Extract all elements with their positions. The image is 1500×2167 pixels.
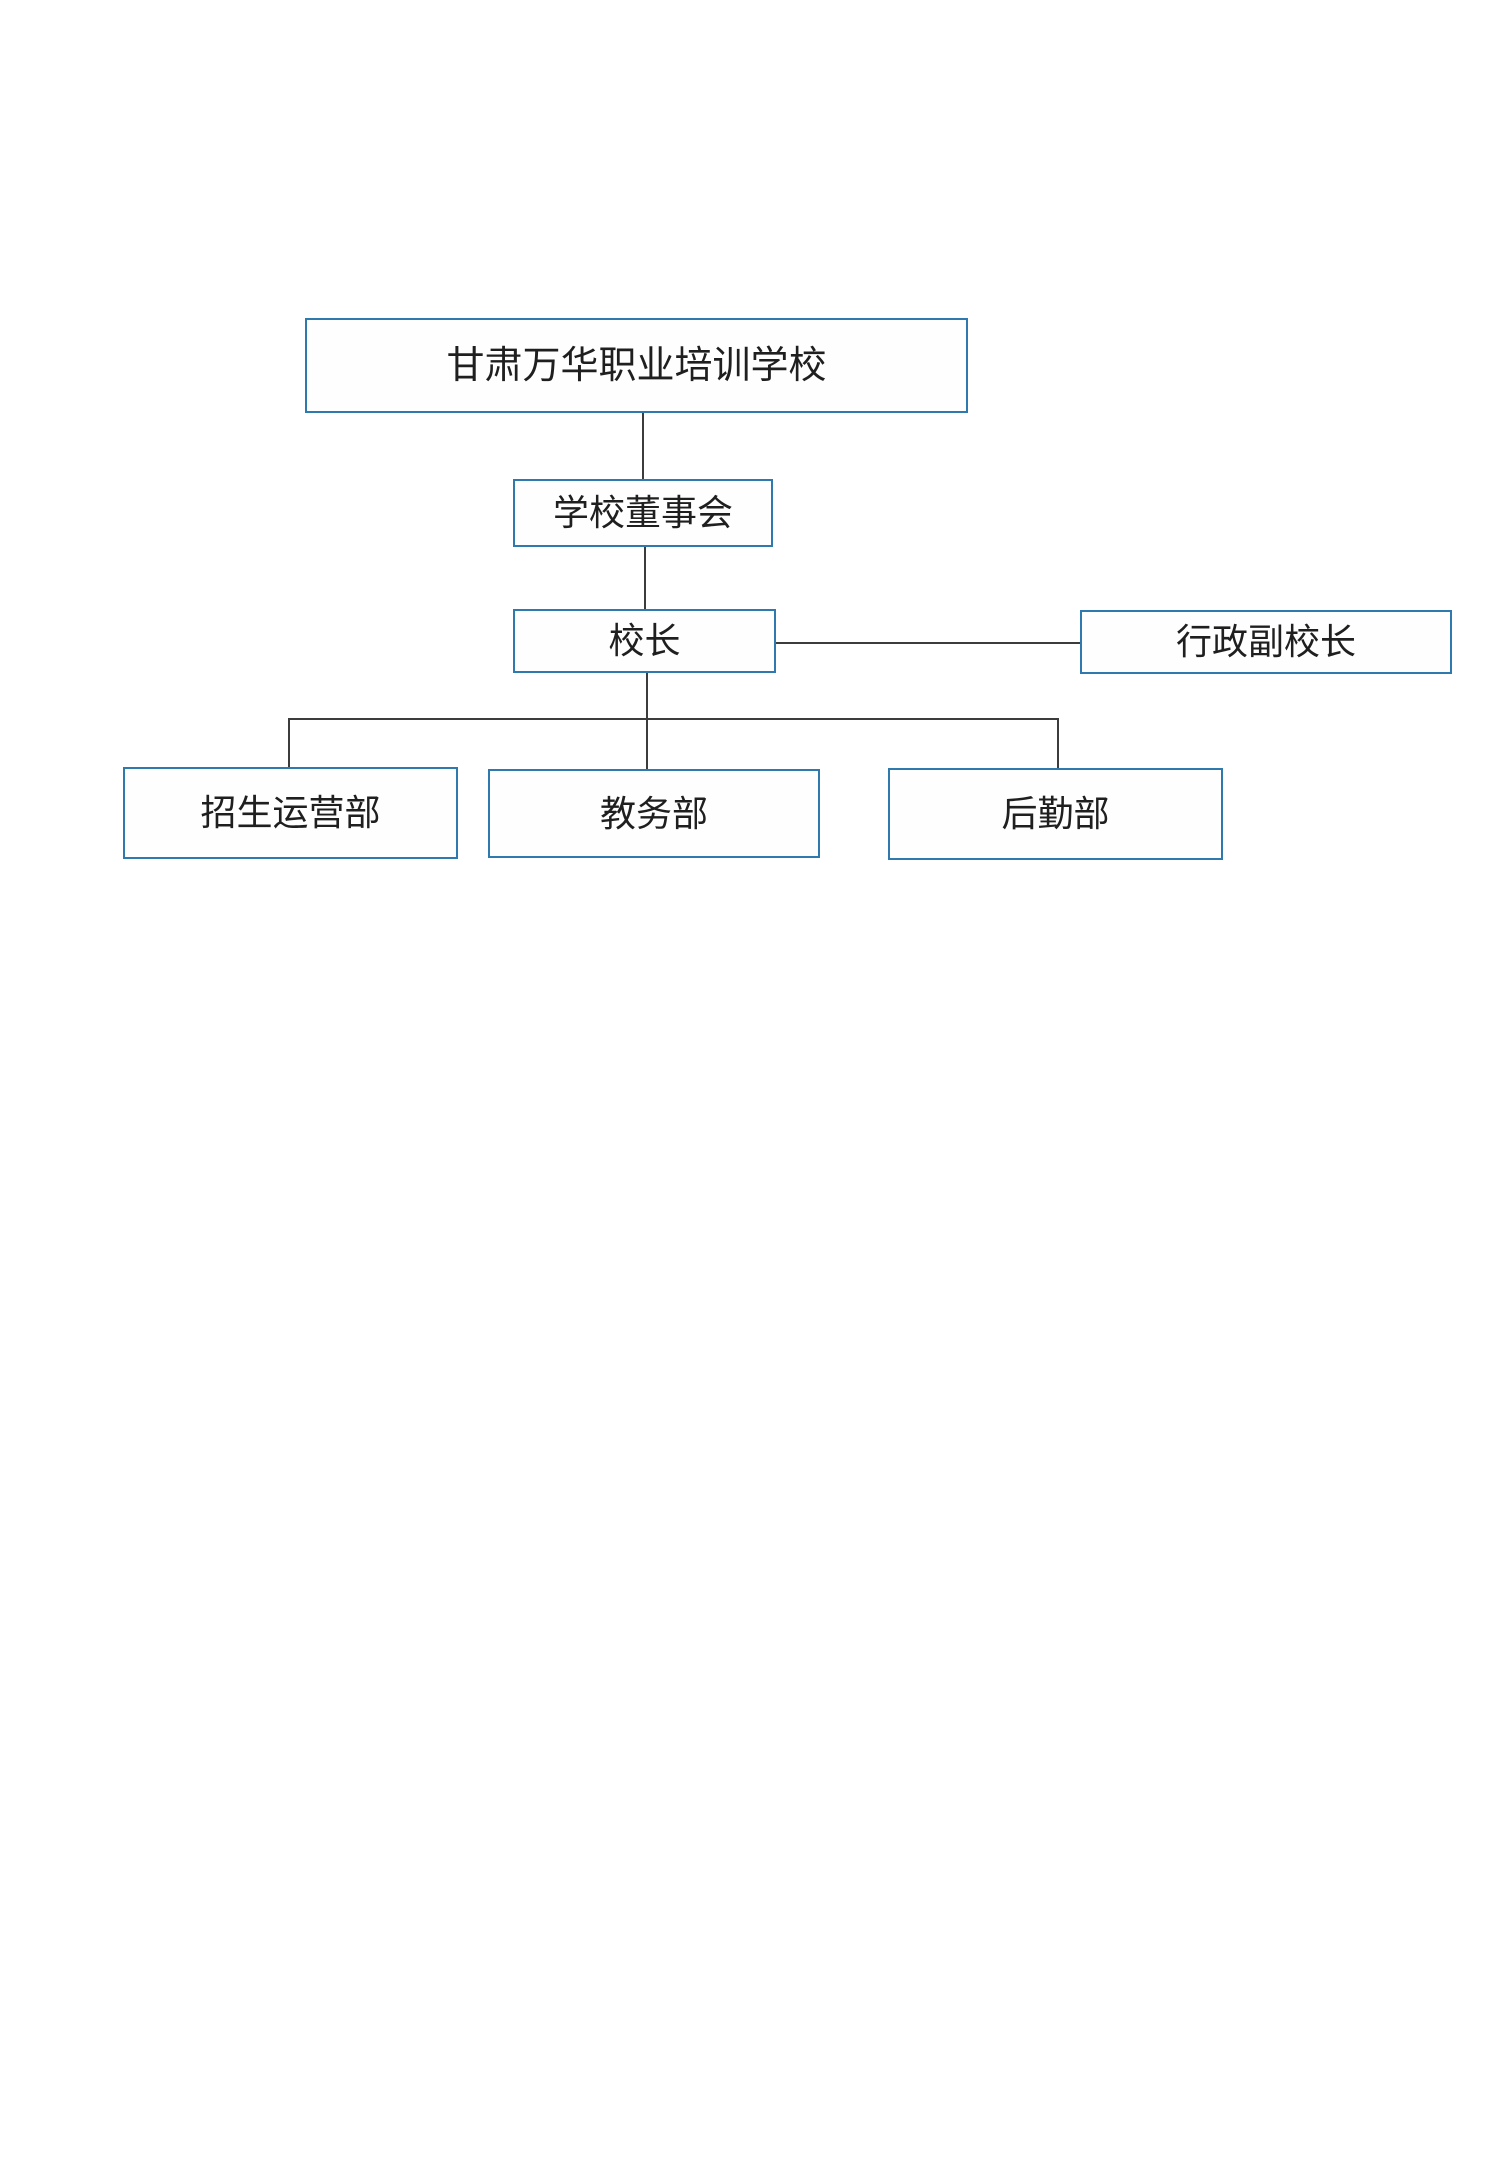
org-node-board-label: 学校董事会	[552, 492, 733, 533]
connector-principal-vice	[776, 642, 1080, 644]
org-node-logistics-label: 后勤部	[1001, 793, 1110, 834]
org-node-school-label: 甘肃万华职业培训学校	[446, 344, 827, 387]
connector-bus-logistics	[1057, 718, 1059, 768]
org-node-admissions-operations: 招生运营部	[123, 767, 458, 859]
connector-principal-academics	[646, 673, 648, 769]
org-node-principal-label: 校长	[608, 620, 681, 661]
org-node-vice-principal-label: 行政副校长	[1175, 621, 1356, 662]
org-node-principal: 校长	[513, 609, 776, 673]
org-node-board: 学校董事会	[513, 479, 773, 547]
org-node-admissions-operations-label: 招生运营部	[200, 792, 381, 833]
org-node-vice-principal: 行政副校长	[1080, 610, 1452, 674]
org-node-school: 甘肃万华职业培训学校	[305, 318, 968, 413]
connector-school-board	[642, 413, 644, 479]
connector-board-principal	[644, 547, 646, 609]
org-node-logistics: 后勤部	[888, 768, 1223, 860]
org-node-academic-affairs: 教务部	[488, 769, 820, 858]
org-node-academic-affairs-label: 教务部	[599, 792, 708, 834]
connector-bus-admissions	[288, 718, 290, 767]
connector-level4-bus	[288, 718, 1059, 720]
